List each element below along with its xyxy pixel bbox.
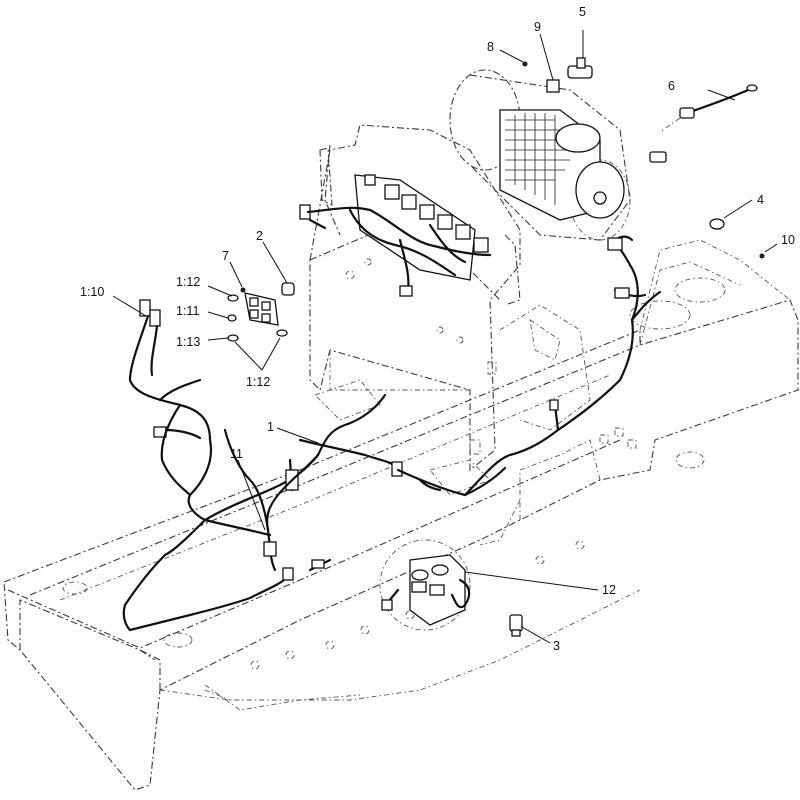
- callout-1-12a: 1:12: [176, 275, 200, 289]
- callout-1-12b: 1:12: [246, 375, 270, 389]
- part-6-ground-cable: [649, 84, 758, 163]
- part-5-sensor: [567, 30, 593, 79]
- part-9-connector: [539, 33, 560, 93]
- part-1-main-harness: [122, 235, 662, 632]
- callout-3: 3: [553, 639, 560, 653]
- callout-1-13: 1:13: [176, 335, 200, 349]
- callout-7: 7: [222, 249, 229, 263]
- callout-4: 4: [757, 193, 764, 207]
- part-3-switch: [509, 614, 551, 644]
- leader-1-12a: [207, 285, 233, 297]
- callout-11: 11: [230, 447, 243, 461]
- callout-1-11: 1:11: [176, 304, 199, 318]
- relay-block: [227, 292, 288, 342]
- frame-outline: [3, 239, 799, 791]
- part-4-grommet: [709, 199, 753, 230]
- callout-5: 5: [579, 5, 586, 19]
- part-12-solenoid: [379, 539, 599, 631]
- callout-1: 1: [267, 420, 274, 434]
- leader-1-12b: [234, 337, 281, 371]
- callout-9: 9: [534, 20, 541, 34]
- callout-12: 12: [602, 583, 616, 597]
- control-harness-upper: [299, 174, 492, 297]
- callout-10: 10: [781, 233, 795, 247]
- leader-1-11: [207, 311, 229, 319]
- part-7-screw: [229, 261, 246, 293]
- callout-8: 8: [487, 40, 494, 54]
- callout-2: 2: [256, 229, 263, 243]
- part-8-screw: [499, 49, 528, 67]
- part-10-nut: [759, 243, 778, 259]
- air-cleaner-element: [499, 109, 625, 221]
- part-2-fuse: [262, 241, 295, 296]
- leader-1-13: [207, 337, 229, 341]
- callout-1-10: 1:10: [80, 285, 104, 299]
- callout-6: 6: [668, 79, 675, 93]
- leader-11: [237, 459, 266, 531]
- leader-1-10: [112, 295, 147, 317]
- control-tower-outline: [309, 124, 591, 496]
